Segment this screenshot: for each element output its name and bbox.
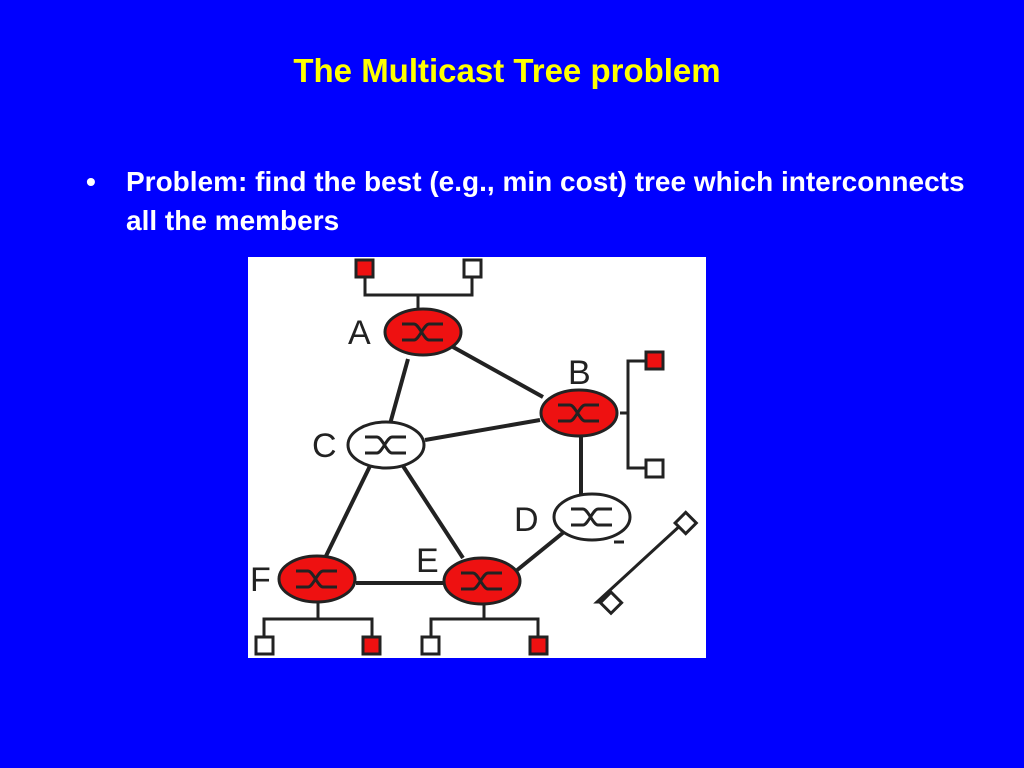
host-a-2 xyxy=(462,258,483,279)
router-switch-icon xyxy=(296,569,337,589)
host-b-2 xyxy=(644,458,665,479)
link-c-f xyxy=(324,465,372,557)
router-switch-icon xyxy=(365,435,406,455)
host-b-1 xyxy=(644,350,665,371)
host-links xyxy=(262,268,685,640)
router-label-f: F xyxy=(250,561,271,599)
router-switch-icon xyxy=(558,403,599,423)
host-d-2 xyxy=(598,589,624,616)
host-f-1 xyxy=(254,635,275,656)
router-switch-icon xyxy=(571,507,612,527)
host-f-2 xyxy=(361,635,382,656)
router-switch-icon xyxy=(461,571,502,591)
router-label-b: B xyxy=(568,354,591,392)
router-f xyxy=(277,554,357,604)
bullet-symbol: • xyxy=(86,166,96,197)
multicast-network-diagram: A B C D F E xyxy=(248,257,706,658)
links xyxy=(324,345,583,585)
host-a-1 xyxy=(354,258,375,279)
link-e-d xyxy=(514,530,566,573)
host-link-f xyxy=(262,617,374,640)
slide-title: The Multicast Tree problem xyxy=(293,52,721,89)
network-svg: A B C D F E xyxy=(250,258,699,656)
host-d-1 xyxy=(672,510,699,536)
router-c xyxy=(346,420,426,470)
router-label-e: E xyxy=(416,542,439,580)
bullet-text: Problem: find the best (e.g., min cost) … xyxy=(126,166,965,236)
host-e-2 xyxy=(528,635,549,656)
router-label-d: D xyxy=(514,501,539,539)
host-link-b xyxy=(626,359,654,470)
link-c-b xyxy=(424,418,541,442)
router-d xyxy=(552,492,632,542)
routers xyxy=(277,307,632,606)
router-switch-icon xyxy=(402,322,443,342)
host-link-e xyxy=(429,617,540,640)
router-label-a: A xyxy=(348,314,371,352)
host-link-a xyxy=(363,268,474,297)
router-b xyxy=(539,388,619,438)
hosts xyxy=(254,258,699,656)
link-c-e xyxy=(401,464,465,560)
link-a-c xyxy=(388,358,410,425)
link-a-b xyxy=(452,345,544,399)
router-a xyxy=(383,307,463,357)
host-e-1 xyxy=(420,635,441,656)
router-label-c: C xyxy=(312,427,337,465)
router-e xyxy=(442,556,522,606)
